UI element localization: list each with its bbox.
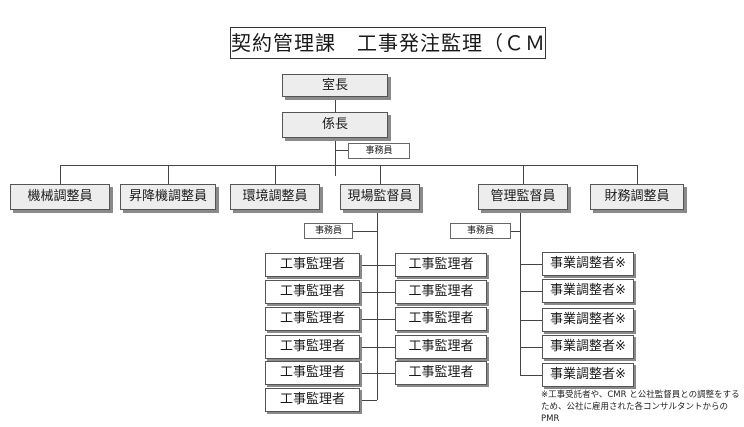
department-box: 環境調整員 — [230, 184, 320, 210]
chart-title: 契約管理課 工事発注監理（ＣＭ）室 — [230, 27, 546, 59]
coordinator-box: 事業調整者※ — [542, 308, 634, 332]
connector — [168, 165, 169, 184]
connector — [60, 165, 637, 166]
connector — [511, 231, 520, 232]
subchief-box: 係長 — [282, 112, 388, 138]
footnote: ※工事受託者や、CMR と公社監督員との調整をするため、公社に雇用された各コンサ… — [541, 390, 740, 424]
inspector-box: 工事監理者 — [265, 253, 360, 277]
inspector-box: 工事監理者 — [265, 307, 360, 331]
inspector-box: 工事監理者 — [395, 361, 487, 385]
connector — [523, 165, 524, 184]
inspector-box: 工事監理者 — [395, 307, 487, 331]
department-box: 財務調整員 — [590, 184, 684, 210]
inspector-box: 工事監理者 — [265, 388, 360, 412]
connector — [360, 347, 395, 348]
chief-box: 室長 — [282, 74, 388, 97]
coordinator-box: 事業調整者※ — [542, 252, 634, 276]
inspector-box: 工事監理者 — [265, 361, 360, 385]
coordinator-box: 事業調整者※ — [542, 335, 634, 359]
connector — [520, 320, 542, 321]
department-box: 機械調整員 — [10, 184, 110, 210]
connector — [360, 400, 377, 401]
inspector-box: 工事監理者 — [265, 280, 360, 304]
connector — [360, 292, 395, 293]
clerk-box: 事務員 — [348, 143, 410, 159]
department-box: 昇降機調整員 — [120, 184, 216, 210]
connector — [353, 231, 377, 232]
connector — [360, 265, 395, 266]
inspector-box: 工事監理者 — [265, 335, 360, 359]
coordinator-box: 事業調整者※ — [542, 279, 634, 303]
connector — [335, 138, 336, 176]
inspector-box: 工事監理者 — [395, 253, 487, 277]
connector — [377, 210, 378, 400]
connector — [275, 165, 276, 184]
site-clerk-box: 事務員 — [304, 223, 353, 239]
connector — [380, 165, 381, 184]
connector — [335, 97, 336, 112]
inspector-box: 工事監理者 — [395, 280, 487, 304]
connector — [360, 319, 395, 320]
coordinator-box: 事業調整者※ — [542, 363, 634, 387]
connector — [520, 375, 542, 376]
department-box: 現場監督員 — [340, 184, 420, 210]
connector — [637, 165, 638, 184]
department-box: 管理監督員 — [478, 184, 568, 210]
connector — [60, 165, 61, 184]
connector — [520, 347, 542, 348]
mgmt-clerk-box: 事務員 — [450, 223, 511, 239]
connector — [335, 150, 348, 151]
connector — [360, 373, 395, 374]
inspector-box: 工事監理者 — [395, 335, 487, 359]
connector — [520, 291, 542, 292]
connector — [520, 264, 542, 265]
connector — [520, 210, 521, 376]
